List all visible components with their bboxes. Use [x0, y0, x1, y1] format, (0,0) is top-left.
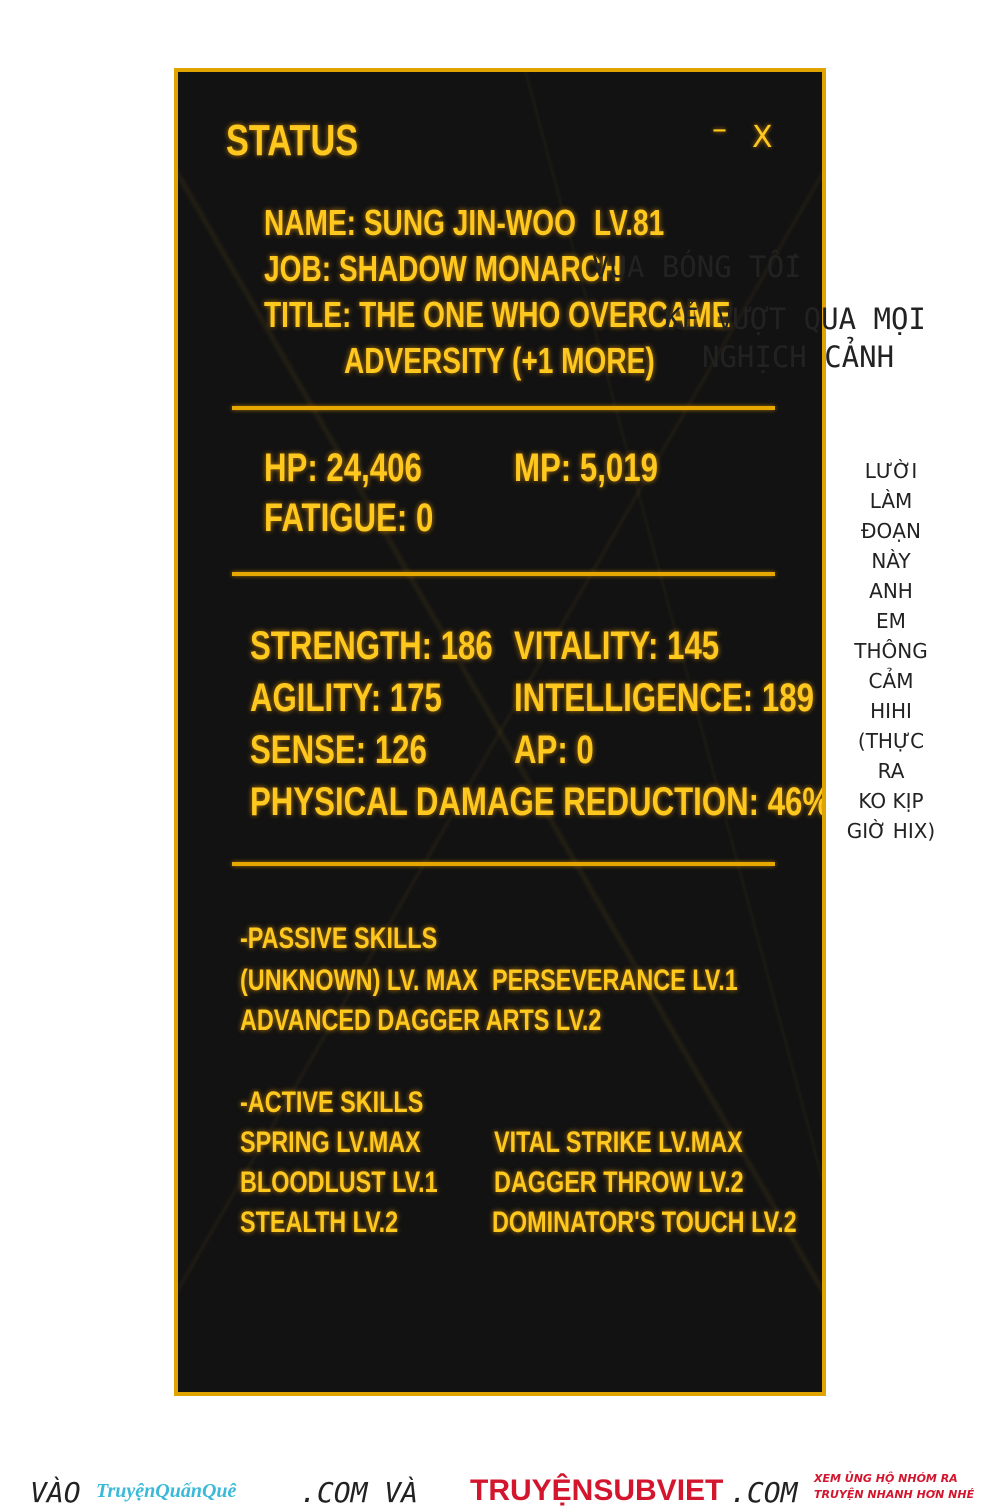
active-skill: DOMINATOR'S TOUCH LV.2	[492, 1206, 797, 1239]
note-line: EM	[876, 609, 906, 633]
passive-skills-header: -PASSIVE SKILLS	[240, 922, 438, 955]
sense-stat: SENSE: 126	[250, 728, 427, 772]
mp-label: MP: 5,019	[514, 446, 658, 490]
note-line: LƯỜI	[864, 459, 918, 483]
divider-1	[232, 406, 775, 410]
footer-site1-suffix: .COM VÀ	[300, 1476, 419, 1509]
minimize-button[interactable]: –	[712, 112, 727, 147]
active-skills-header: -ACTIVE SKILLS	[240, 1086, 424, 1119]
window-title: STATUS	[226, 116, 359, 165]
active-skill: DAGGER THROW LV.2	[494, 1166, 744, 1199]
divider-2	[232, 572, 775, 576]
divider-3	[232, 862, 775, 866]
strength-stat: STRENGTH: 186	[250, 624, 493, 668]
pdr-stat: PHYSICAL DAMAGE REDUCTION: 46%	[250, 780, 826, 824]
translation-title-line2: NGHỊCH CẢNH	[702, 340, 895, 374]
passive-skill: PERSEVERANCE LV.1	[492, 964, 738, 997]
agility-stat: AGILITY: 175	[250, 676, 442, 720]
note-line: (THỰC	[857, 729, 925, 753]
note-line: ĐOẠN	[861, 519, 921, 543]
active-skill: VITAL STRIKE LV.MAX	[494, 1126, 743, 1159]
vitality-stat: VITALITY: 145	[514, 624, 720, 668]
hp-label: HP: 24,406	[264, 446, 422, 490]
footer-banner: VÀO TruyệnQuấnQuê .COM VÀ TRUYỆNSUBVIET …	[0, 1466, 1000, 1511]
side-note: LƯỜI LÀM ĐOẠN NÀY ANH EM THÔNG CẢM HIHI …	[830, 456, 952, 846]
active-skill: BLOODLUST LV.1	[240, 1166, 438, 1199]
footer-site2-suffix: .COM	[730, 1476, 798, 1509]
passive-skill: ADVANCED DAGGER ARTS LV.2	[240, 1004, 602, 1037]
active-skill: STEALTH LV.2	[240, 1206, 399, 1239]
status-window: STATUS – X NAME: SUNG JIN-WOO LV.81 JOB:…	[174, 68, 826, 1396]
note-line: CẢM	[868, 669, 914, 693]
job-label: JOB: SHADOW MONARCH	[264, 248, 622, 289]
note-line: NÀY	[871, 549, 911, 573]
fatigue-label: FATIGUE: 0	[264, 496, 434, 540]
footer-tagline-2: TRUYỆN NHANH HƠN NHÉ	[814, 1488, 975, 1501]
passive-skill: (UNKNOWN) LV. MAX	[240, 964, 478, 997]
note-line: HIHI	[870, 699, 912, 723]
name-label: NAME: SUNG JIN-WOO	[264, 202, 576, 243]
note-line: THÔNG	[854, 639, 928, 663]
footer-tagline-1: XEM ỦNG HỘ NHÓM RA	[814, 1472, 958, 1485]
note-line: ANH	[869, 579, 913, 603]
title-label-line2: ADVERSITY (+1 MORE)	[344, 340, 655, 381]
level-label: LV.81	[594, 202, 665, 243]
footer-site1-link[interactable]: TruyệnQuấnQuê	[96, 1480, 237, 1502]
note-line: KO KỊP	[858, 789, 924, 813]
footer-prefix: VÀO	[30, 1476, 81, 1509]
close-button[interactable]: X	[752, 120, 773, 155]
note-line: LÀM	[869, 489, 913, 513]
ap-stat: AP: 0	[514, 728, 594, 772]
note-line: GIỜ HIX)	[846, 819, 936, 843]
note-line: RA	[877, 759, 905, 783]
intelligence-stat: INTELLIGENCE: 189	[514, 676, 814, 720]
footer-site2-link[interactable]: TRUYỆNSUBVIET	[470, 1474, 724, 1507]
title-label-line1: TITLE: THE ONE WHO OVERCAME	[264, 294, 731, 335]
translation-title-line1: KẺ VƯỢT QUA MỌI	[664, 302, 926, 336]
translation-job: VUA BÓNG TỐI	[592, 250, 802, 284]
active-skill: SPRING LV.MAX	[240, 1126, 421, 1159]
